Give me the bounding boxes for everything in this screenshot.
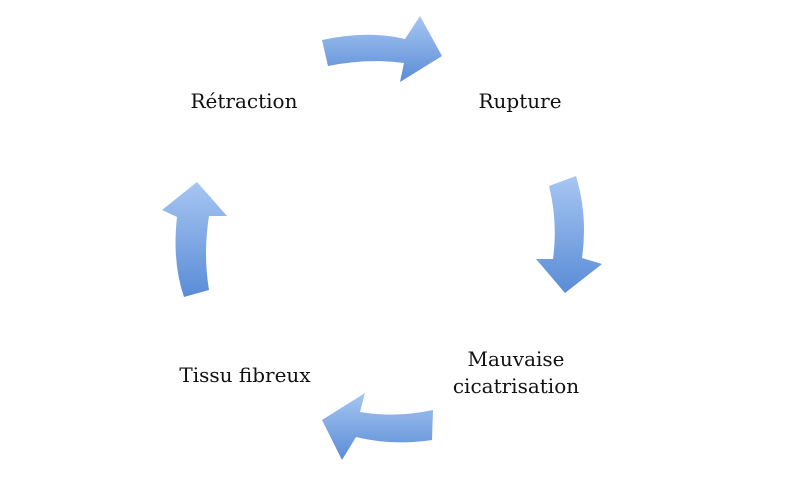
node-rupture: Rupture [468,88,572,114]
node-mauvaise-line2: cicatrisation [452,374,580,398]
arrow-retraction-to-rupture [322,16,442,82]
arrow-rupture-to-mauvaise [536,176,602,293]
node-tissu-text: Tissu fibreux [179,363,311,387]
node-retraction: Rétraction [182,88,306,114]
node-rupture-text: Rupture [478,89,562,113]
node-mauvaise-cicatrisation: Mauvaise cicatrisation [436,346,596,400]
node-tissu-fibreux: Tissu fibreux [168,362,322,388]
arrow-mauvaise-to-tissu [322,393,433,460]
node-retraction-text: Rétraction [190,89,298,113]
arrow-tissu-to-retraction [162,182,227,297]
node-mauvaise-line1: Mauvaise [467,347,565,371]
